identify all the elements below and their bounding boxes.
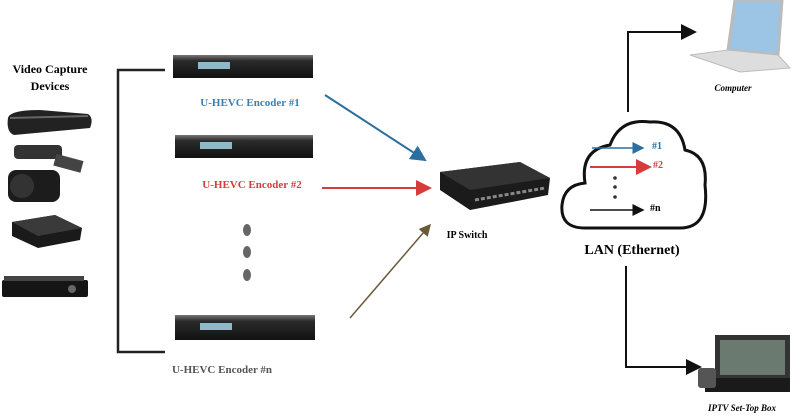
source-bracket [116,68,165,354]
encoder-1-label: U-HEVC Encoder #1 [200,97,300,109]
sources-title-line2: Devices [30,79,70,93]
capture-device-dvr [7,110,92,135]
arrow-encoder-n [349,223,431,319]
stream-label-2: #2 [653,160,663,171]
arrow-encoder-1 [324,94,427,162]
stream-label-1: #1 [652,141,662,152]
settop-box-icon [698,335,790,392]
capture-device-camera [8,145,84,202]
ip-switch-icon [440,162,550,210]
link-to-computer [627,24,697,112]
ellipsis-dots [243,224,251,281]
encoder-2-label: U-HEVC Encoder #2 [202,179,302,191]
lan-cloud-icon [560,119,708,230]
capture-device-box [12,215,82,248]
encoder-1 [173,55,313,78]
stream-dots [613,176,617,199]
encoder-n [175,315,315,340]
encoder-2 [175,135,313,158]
encoder-n-label: U-HEVC Encoder #n [171,364,273,376]
switch-label: IP Switch [446,230,488,241]
capture-device-recorder [2,276,88,297]
computer-icon [689,0,792,73]
settop-label: IPTV Set-Top Box [707,403,777,413]
stream-label-n: #n [650,203,661,214]
computer-label: Computer [714,83,752,93]
sources-title-line1: Video Capture [12,62,88,76]
link-to-settop [625,266,702,375]
lan-label: LAN (Ethernet) [584,243,680,258]
